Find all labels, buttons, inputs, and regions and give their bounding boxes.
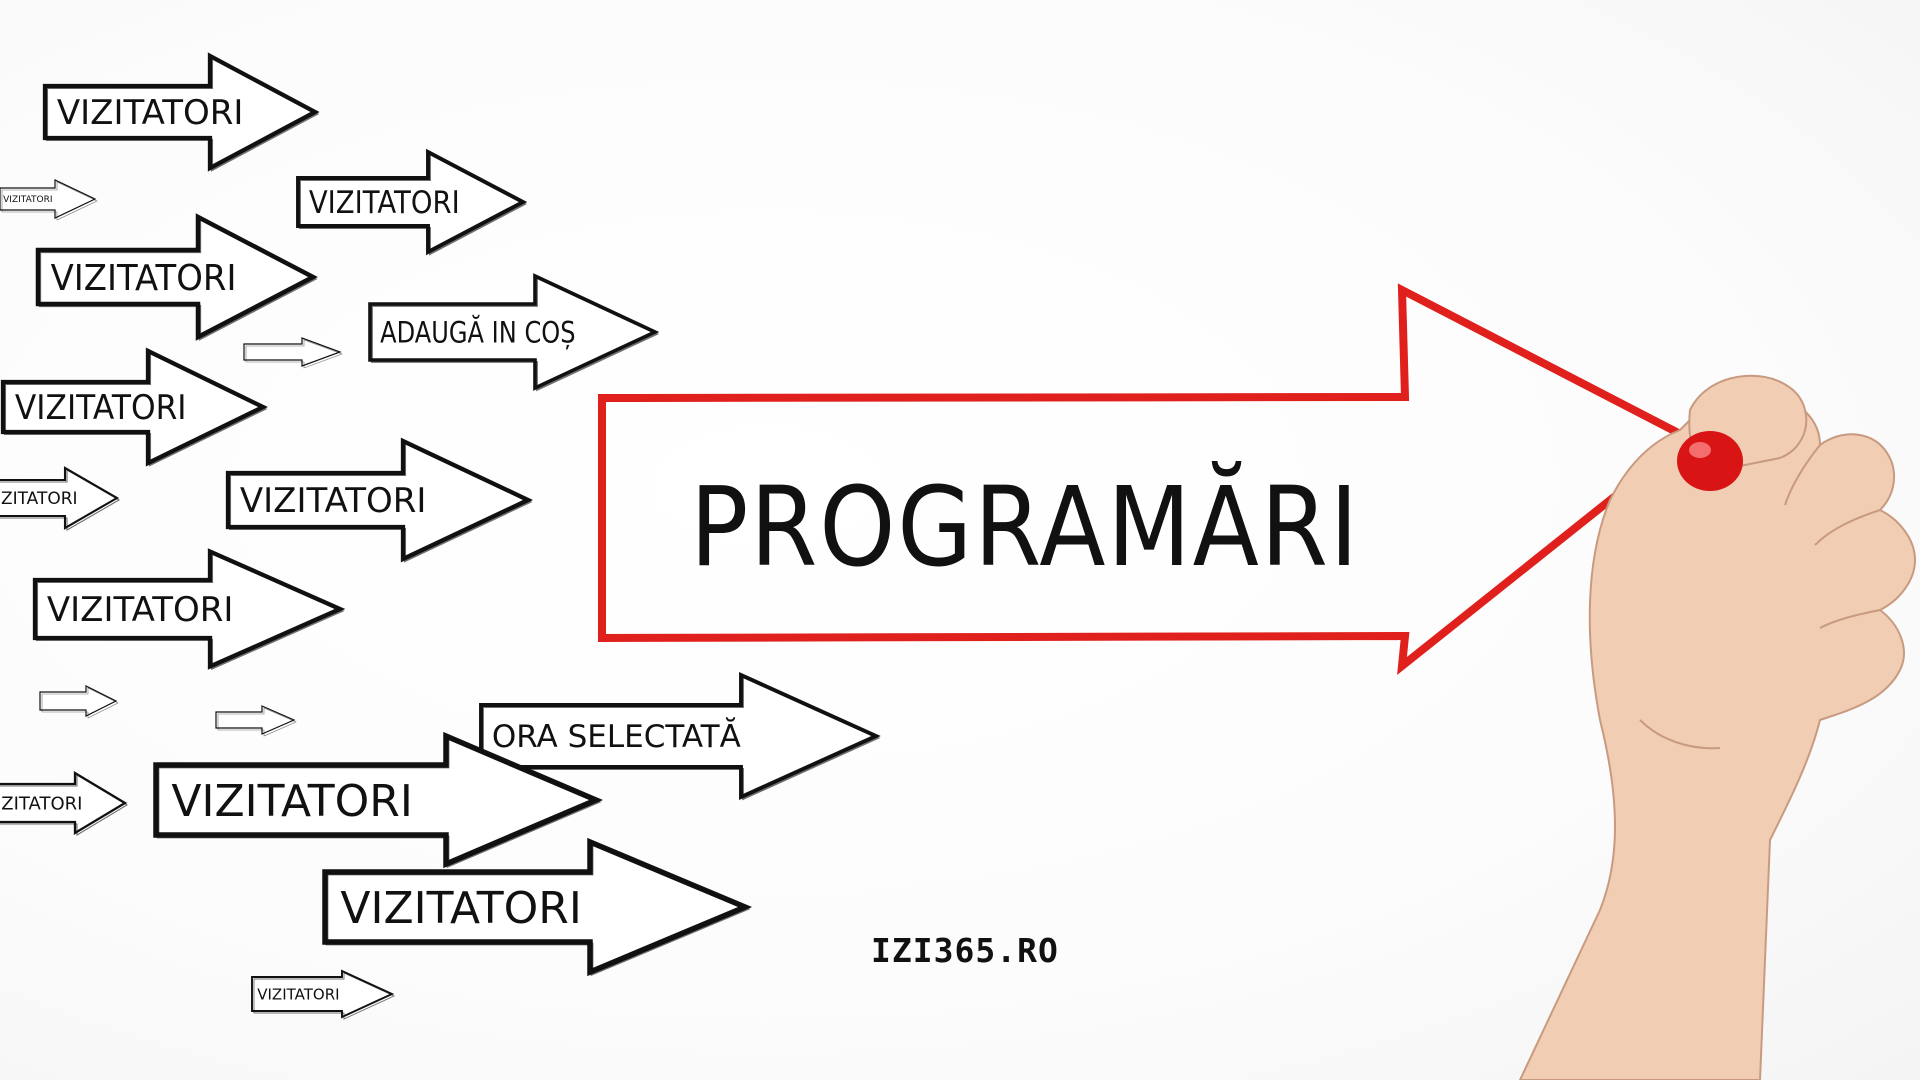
arrow-a14: VIZITATORI [0, 180, 97, 220]
arrow-label: VIZITATORI [15, 388, 187, 428]
arrow-a6: VIZITATORI [228, 441, 530, 561]
arrow-a7: VIZITATORI [35, 552, 342, 669]
arrow-a2: VIZITATORI [298, 152, 525, 254]
arrow-outline [40, 686, 116, 716]
main-arrow: PROGRAMĂRI [602, 290, 1688, 666]
arrow-a3: VIZITATORI [38, 217, 315, 339]
arrow-label: ZITATORI [1, 793, 82, 814]
arrow-a15 [244, 338, 342, 368]
arrow-label: ZITATORI [1, 489, 78, 509]
arrow-a10: VIZITATORI [325, 842, 747, 974]
arrow-label: VIZITATORI [309, 185, 460, 221]
hand-palm [1520, 389, 1915, 1080]
arrow-label: VIZITATORI [47, 590, 234, 630]
marker-highlight [1689, 442, 1711, 458]
arrow-a5: VIZITATORI [3, 351, 265, 465]
arrow-a4: ADAUGĂ IN COȘ [370, 276, 657, 390]
arrow-label: VIZITATORI [340, 883, 581, 934]
arrow-label: VIZITATORI [51, 258, 237, 299]
arrow-label: VIZITATORI [3, 195, 52, 205]
main-arrow-label: PROGRAMĂRI [690, 460, 1360, 591]
arrow-label: ADAUGĂ IN COȘ [380, 315, 575, 349]
arrow-a1: VIZITATORI [45, 56, 317, 170]
arrow-a17 [216, 706, 296, 736]
arrow-a12: ZITATORI [0, 773, 127, 835]
arrow-label: VIZITATORI [240, 481, 427, 521]
arrow-a16 [40, 686, 118, 718]
arrow-label: VIZITATORI [57, 93, 244, 133]
arrow-a13: VIZITATORI [252, 971, 394, 1019]
arrow-label: VIZITATORI [257, 985, 339, 1003]
watermark-text: IZI365.RO [871, 931, 1059, 970]
arrow-a11: ZITATORI [0, 468, 119, 530]
marker-tip [1677, 431, 1743, 491]
arrow-label: ORA SELECTATĂ [492, 718, 741, 755]
arrow-label: VIZITATORI [171, 776, 412, 827]
hand [1520, 376, 1915, 1080]
